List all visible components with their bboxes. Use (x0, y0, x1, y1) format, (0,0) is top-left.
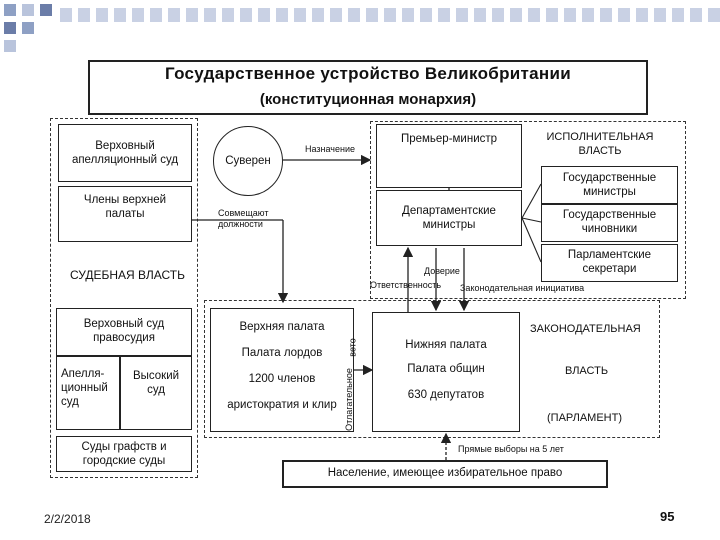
population-label: Население, имеющее избирательное право (327, 467, 563, 479)
footer-date: 2/2/2018 (44, 512, 91, 526)
appeal-lower-label: Апелля- ционный суд (61, 368, 108, 408)
civil-servants-label: Государственные чиновники (562, 209, 657, 235)
county-courts-label: Суды графств и городские суды (81, 441, 167, 467)
dept-ministers-label: Департаментские министры (402, 205, 496, 231)
legislative-label-2: ВЛАСТЬ (565, 365, 609, 377)
county-courts-box (56, 436, 192, 472)
diagram-title: Государственное устройство Великобритани… (164, 64, 571, 83)
appeal-court-box (58, 124, 192, 182)
lower-house-line1: Нижняя палата (405, 339, 487, 351)
trust-label: Доверие (424, 266, 460, 276)
supreme-court-label: Верховный суд правосудия (83, 318, 165, 344)
high-court-box (120, 356, 192, 430)
dept-ministers-box (376, 190, 522, 246)
sovereign-label: Суверен (225, 155, 271, 167)
state-ministers-label: Государственные министры (562, 172, 657, 198)
upper-house-line2: Палата лордов (241, 347, 323, 359)
page-number: 95 (660, 509, 675, 524)
appeal-court-label: Верховный апелляционный суд (71, 140, 179, 166)
combine-posts-label: Совмещают должности (218, 208, 269, 229)
legislative-initiative-label: Законодательная инициатива (460, 283, 585, 293)
parl-secretaries-label: Парламентские секретари (567, 249, 652, 275)
title-box (88, 60, 648, 115)
legislative-frame (204, 300, 660, 438)
supreme-court-box (56, 308, 192, 356)
high-court-label: Высокий суд (132, 370, 180, 396)
lower-house-line3: 630 депутатов (407, 389, 485, 401)
sovereign-circle (213, 126, 283, 196)
upper-house-line3: 1200 членов (248, 373, 316, 385)
responsibility-label: Ответственность (370, 280, 442, 290)
judicial-frame (50, 118, 198, 478)
upper-house-line4: аристократия и клир (227, 399, 337, 411)
direct-elections-label: Прямые выборы на 5 лет (458, 444, 564, 454)
lower-house-line2: Палата общин (407, 363, 485, 375)
state-ministers-box (541, 166, 678, 204)
lower-house-box (372, 312, 520, 432)
upper-house-line1: Верхняя палата (239, 321, 325, 333)
fan-line-1 (521, 183, 542, 219)
executive-power-label: ИСПОЛНИТЕЛЬНАЯ ВЛАСТЬ (546, 131, 654, 157)
parl-secretaries-box (541, 244, 678, 282)
pm-label: Премьер-министр (400, 133, 498, 145)
judicial-power-label: СУДЕБНАЯ ВЛАСТЬ (70, 268, 185, 282)
appointment-label: Назначение (305, 144, 356, 154)
fan-line-2 (521, 217, 542, 223)
upper-members-box (58, 186, 192, 242)
legislative-label-1: ЗАКОНОДАТЕЛЬНАЯ (530, 323, 641, 335)
civil-servants-box (541, 204, 678, 242)
appeal-lower-box (56, 356, 120, 430)
diagram-subtitle: (конституционная монархия) (259, 91, 477, 108)
upper-house-box (210, 308, 354, 432)
legislative-label-3: (ПАРЛАМЕНТ) (547, 412, 623, 424)
executive-frame (370, 121, 686, 299)
upper-members-label: Члены верхней палаты (83, 194, 167, 220)
pm-box (376, 124, 522, 188)
population-box (282, 460, 608, 488)
fan-line-3 (521, 217, 542, 263)
